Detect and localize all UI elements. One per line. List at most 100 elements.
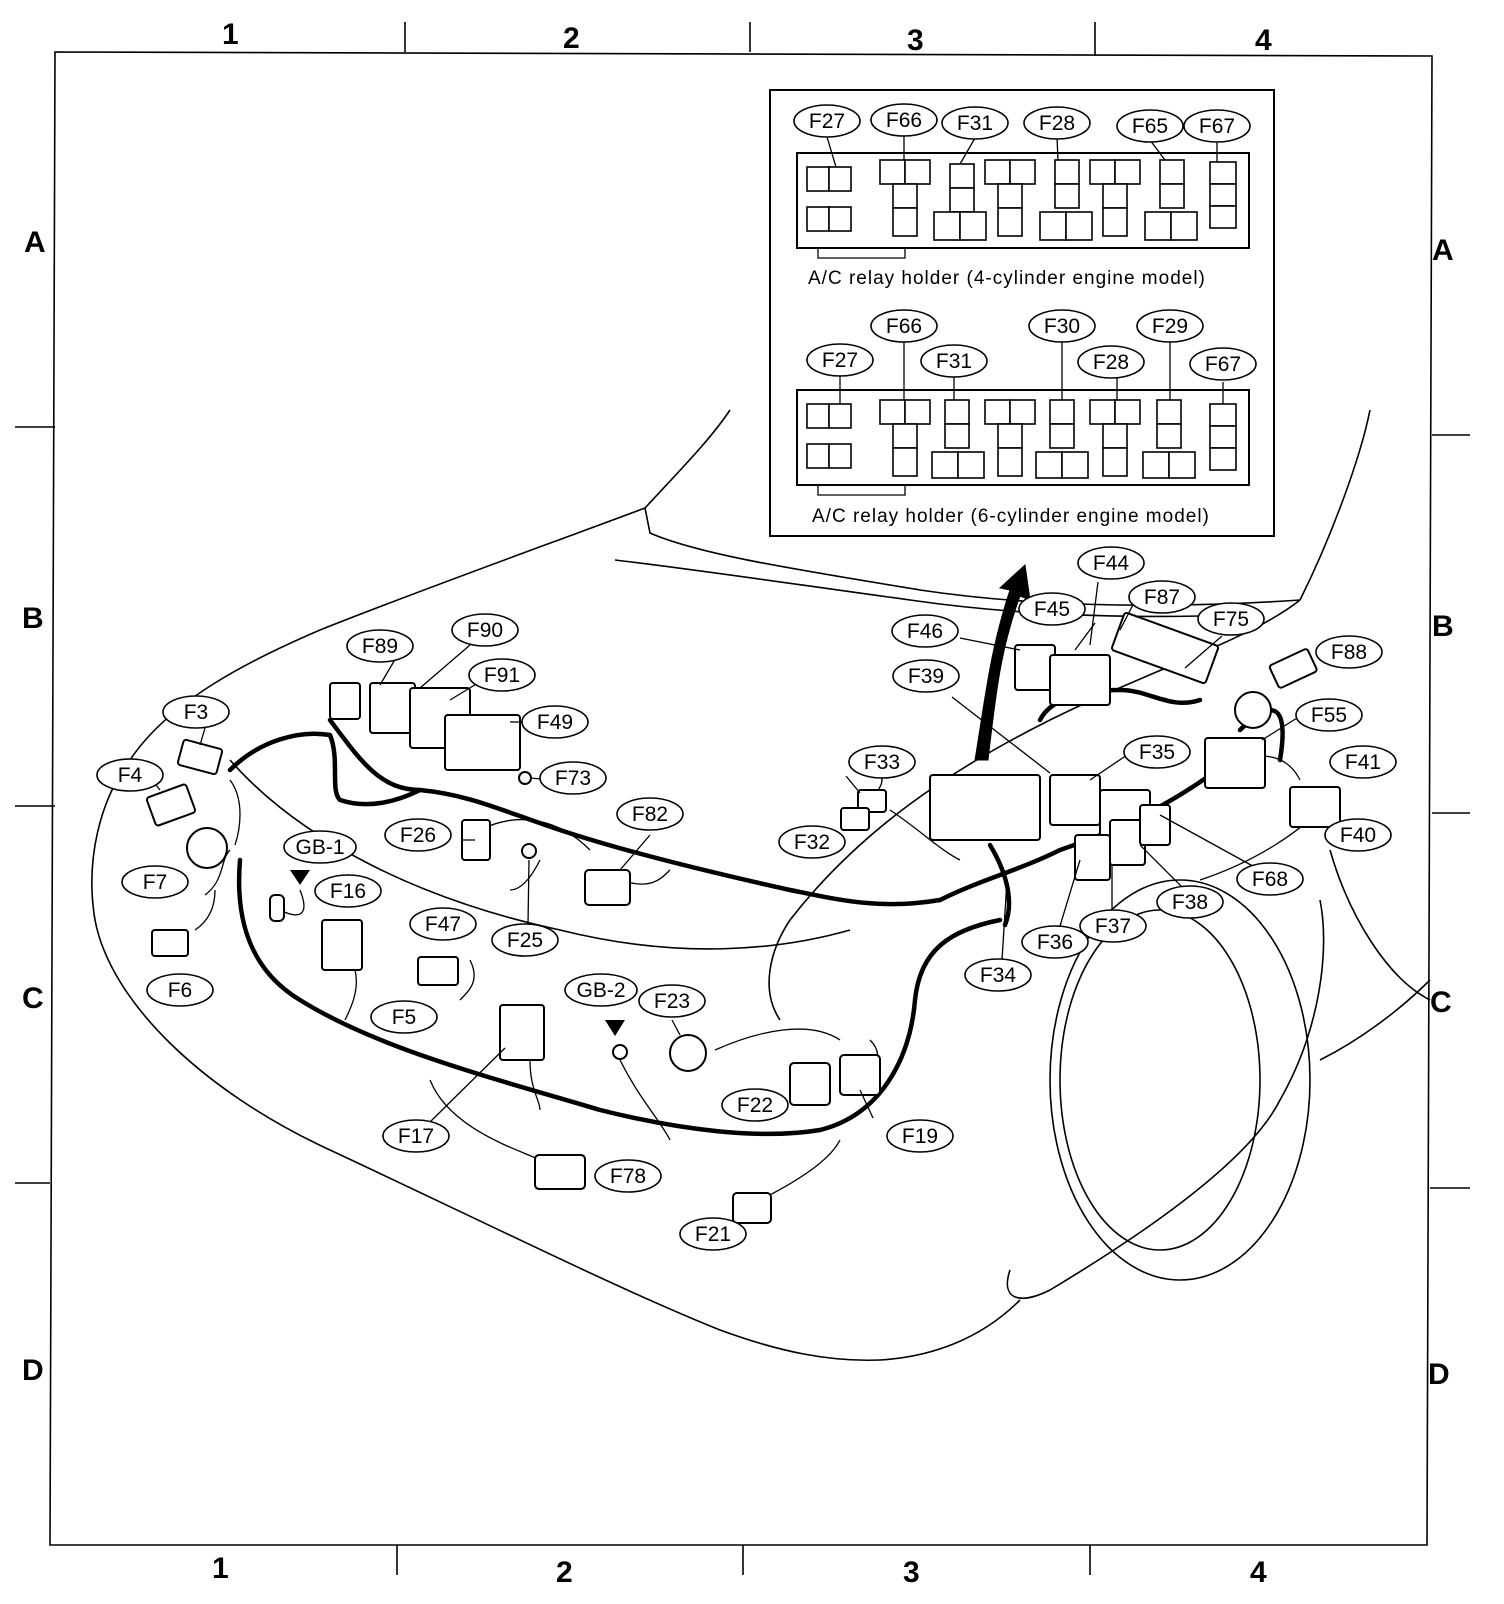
connector-callout: F25 <box>491 923 559 957</box>
callout-label: F19 <box>902 1125 938 1148</box>
connector-callout: F75 <box>1197 602 1265 636</box>
callout-label: F78 <box>610 1165 646 1188</box>
callout-ellipse <box>468 658 536 692</box>
callout-label: F66 <box>886 315 922 338</box>
ground-lug-icon <box>612 1044 628 1060</box>
callout-label: F39 <box>908 665 944 688</box>
callout-label: F40 <box>1340 824 1376 847</box>
callout-ellipse <box>1021 925 1089 959</box>
connector-callout: F6 <box>146 973 214 1007</box>
grid-col-top-3: 3 <box>907 24 924 57</box>
callout-label: F4 <box>118 764 143 787</box>
callout-label: F3 <box>184 701 209 724</box>
connector-callout: F73 <box>539 761 607 795</box>
callout-label: F75 <box>1213 608 1249 631</box>
connector-callout: F65 <box>1116 109 1184 143</box>
grid-row-right-a: A <box>1432 234 1454 267</box>
callout-ellipse <box>870 103 938 137</box>
callout-label: F67 <box>1205 353 1241 376</box>
relay-holder-4cyl <box>796 136 1250 259</box>
connector-callout: F68 <box>1236 862 1304 896</box>
callout-label: F32 <box>794 831 830 854</box>
callout-ellipse <box>679 1217 747 1251</box>
callout-label: F68 <box>1252 868 1288 891</box>
callout-label: F16 <box>330 880 366 903</box>
ground-arrow-icon <box>605 1020 625 1036</box>
callout-label: F35 <box>1139 741 1175 764</box>
callout-label: F26 <box>400 824 436 847</box>
callout-ellipse <box>1077 345 1145 379</box>
callout-ellipse <box>491 923 559 957</box>
grid-col-bottom-3: 3 <box>903 1556 920 1589</box>
connector-callout: F55 <box>1295 698 1363 732</box>
callout-label: F45 <box>1034 598 1070 621</box>
connector-callout: F89 <box>346 629 414 663</box>
connector-callout: F36 <box>1021 925 1089 959</box>
connector-callout: F87 <box>1128 580 1196 614</box>
callout-ellipse <box>1189 347 1257 381</box>
ground-arrow-icon <box>290 870 310 885</box>
connector-callout: F34 <box>964 958 1032 992</box>
connector-callout: F4 <box>96 758 164 792</box>
callout-ellipse <box>638 984 706 1018</box>
connector-callout: F47 <box>409 907 477 941</box>
grid-row-right-c: C <box>1430 986 1452 1019</box>
callout-ellipse <box>1236 862 1304 896</box>
callout-label: F65 <box>1132 115 1168 138</box>
grid-row-left-d: D <box>22 1354 44 1387</box>
callout-label: F31 <box>957 112 993 135</box>
connector-callout: F22 <box>721 1088 789 1122</box>
callout-label: F7 <box>143 871 168 894</box>
callout-ellipse <box>848 745 916 779</box>
connector-callout: F5 <box>370 1000 438 1034</box>
grid-col-top-2: 2 <box>563 22 580 55</box>
connector-callout: F38 <box>1156 885 1224 919</box>
grid-row-left-c: C <box>22 982 44 1015</box>
callout-ellipse <box>1023 106 1091 140</box>
connector-callout: F66 <box>870 309 938 343</box>
callout-ellipse <box>1324 818 1392 852</box>
connector-callout: F26 <box>384 818 452 852</box>
callout-label: F6 <box>168 979 193 1002</box>
callout-label: F30 <box>1044 315 1080 338</box>
connector-callout: F49 <box>521 705 589 739</box>
connector-callout: F19 <box>886 1119 954 1153</box>
callout-ellipse <box>891 614 959 648</box>
callout-label: F55 <box>1311 704 1347 727</box>
grid-row-left-b: B <box>22 602 44 635</box>
grid-col-top-1: 1 <box>222 18 239 51</box>
callout-label: F27 <box>809 110 845 133</box>
callout-label: F44 <box>1093 552 1130 575</box>
callout-ellipse <box>121 865 189 899</box>
callout-ellipse <box>1329 745 1397 779</box>
connector-callout: F41 <box>1329 745 1397 779</box>
callout-ellipse <box>283 830 357 864</box>
callout-ellipse <box>721 1088 789 1122</box>
connector-callout: F37 <box>1079 909 1147 943</box>
connector-callout: F67 <box>1189 347 1257 381</box>
callout-label: F5 <box>392 1006 417 1029</box>
callout-ellipse <box>1077 546 1145 580</box>
connector-callout: F91 <box>468 658 536 692</box>
callout-label: F82 <box>632 803 668 826</box>
callout-label: F87 <box>1144 586 1180 609</box>
callout-label: F21 <box>695 1223 731 1246</box>
callout-label: F34 <box>980 964 1017 987</box>
callout-ellipse <box>370 1000 438 1034</box>
grid-col-bottom-1: 1 <box>212 1552 229 1585</box>
callout-label: F28 <box>1039 112 1075 135</box>
lower-relay-caption: A/C relay holder (6-cylinder engine mode… <box>812 506 1210 527</box>
connector-callout: F16 <box>314 874 382 908</box>
connector-callout: GB-2 <box>564 973 638 1007</box>
connector-callout: F35 <box>1123 735 1191 769</box>
callout-ellipse <box>346 629 414 663</box>
grid-row-right-b: B <box>1432 610 1454 643</box>
callout-ellipse <box>1315 635 1383 669</box>
connector-callout: F44 <box>1077 546 1145 580</box>
callout-label: F36 <box>1037 931 1073 954</box>
callout-label: F89 <box>362 635 398 658</box>
callout-ellipse <box>521 705 589 739</box>
callout-label: F91 <box>484 664 520 687</box>
